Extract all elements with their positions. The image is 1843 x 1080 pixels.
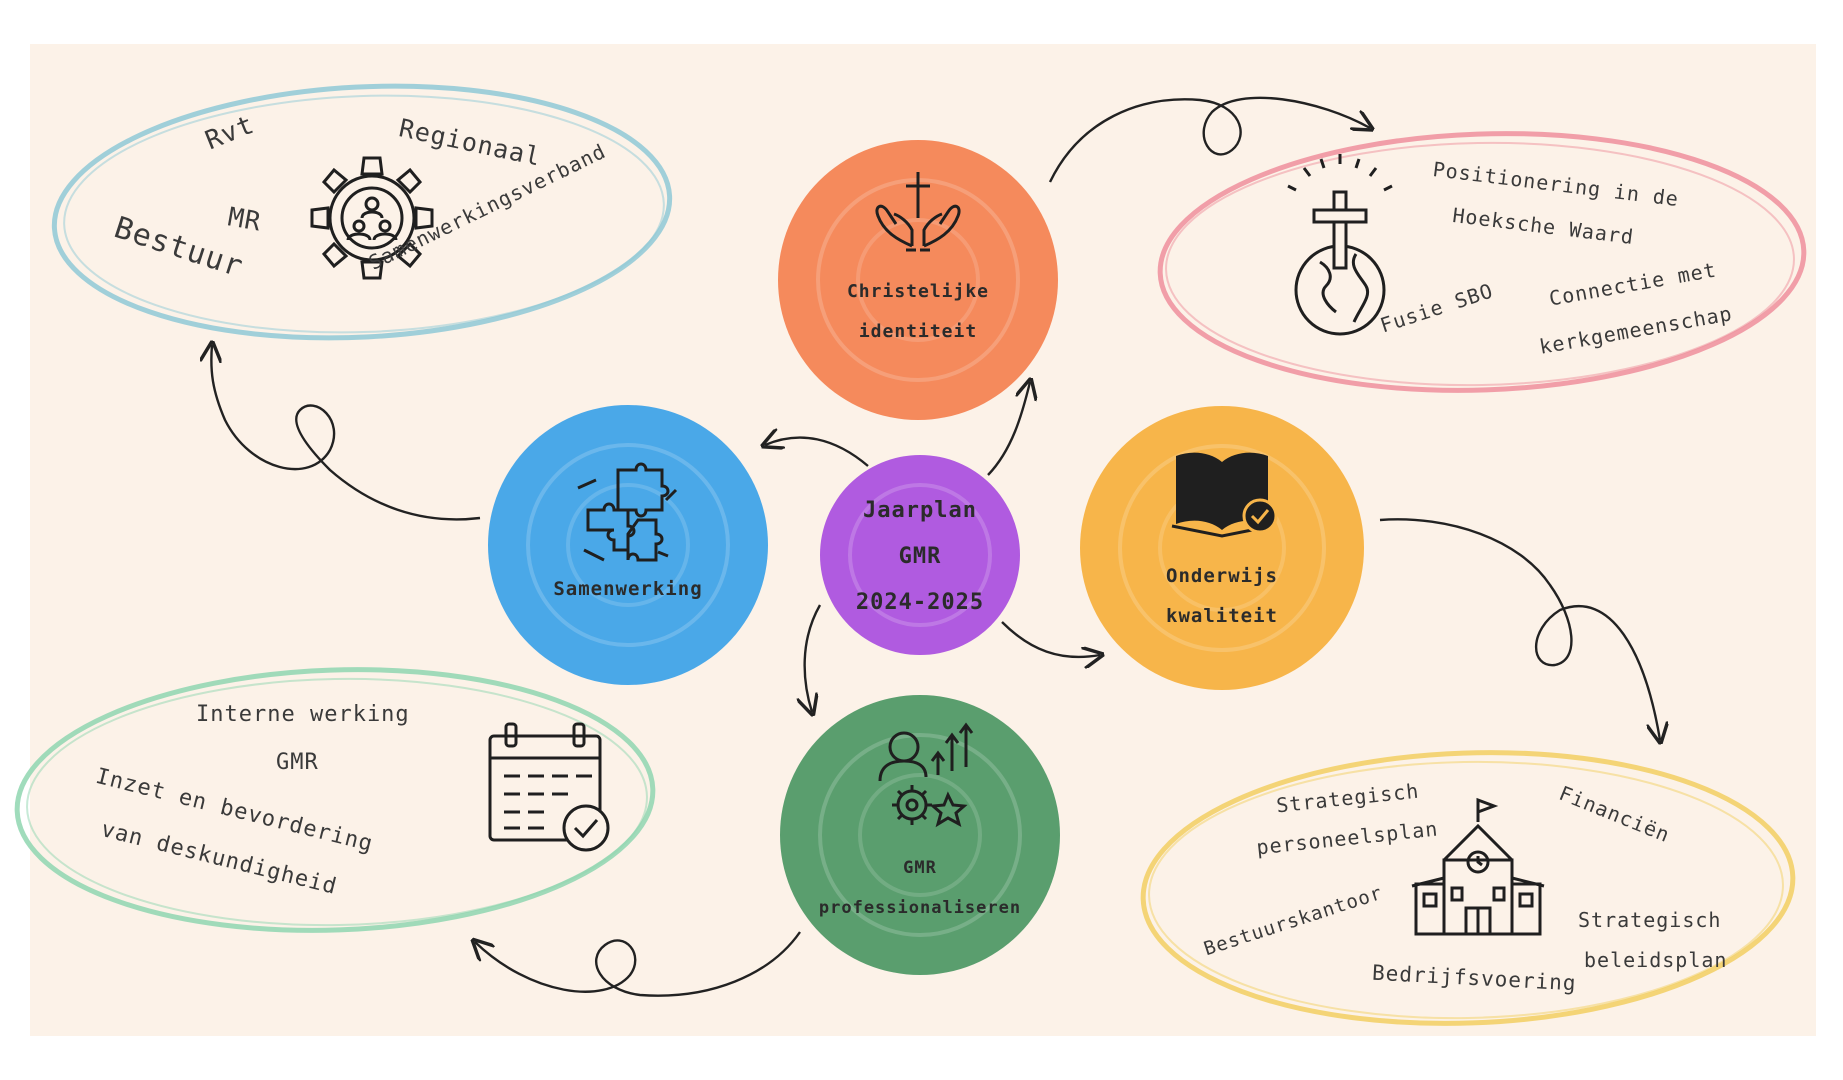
- hub-label-line: Christelijke: [846, 281, 990, 302]
- hub-label-line: kwaliteit: [1166, 605, 1278, 627]
- hub-professionaliseren: [780, 695, 1060, 975]
- team-gear-icon: [310, 156, 434, 280]
- center-label-line: 2024-2025: [855, 590, 985, 615]
- oval-label: Strategisch: [1578, 908, 1722, 932]
- arrow-center-to-onderwijs: [1001, 621, 1100, 657]
- hub-label-christelijke: Christelijke identiteit: [818, 272, 1018, 352]
- hub-label-line: GMR: [903, 858, 937, 878]
- oval-christelijke: [1157, 131, 1807, 393]
- praying-hands-cross-icon: [875, 172, 961, 252]
- loop-arrow-samenwerking: [211, 345, 481, 521]
- calendar-check-icon: [488, 722, 610, 852]
- oval-label: beleidsplan: [1584, 948, 1728, 972]
- oval-label: MR: [225, 202, 264, 238]
- loop-arrows: [211, 96, 1660, 997]
- hub-label-onderwijs: Onderwijs kwaliteit: [1122, 556, 1322, 636]
- center-arrows: [765, 382, 1100, 712]
- growth-gear-icon: [878, 722, 974, 828]
- oval-onderwijs: [1140, 750, 1796, 1026]
- oval-label: Interne werking: [196, 702, 410, 727]
- book-check-icon: [1171, 452, 1278, 538]
- center-label: Jaarplan GMR 2024-2025: [830, 488, 1010, 626]
- oval-samenwerking: [51, 83, 673, 341]
- hub-label-samenwerking: Samenwerking: [528, 578, 728, 600]
- loop-arrow-christelijke: [1048, 96, 1370, 183]
- hub-label-line: professionaliseren: [818, 898, 1022, 918]
- school-building-icon: [1411, 797, 1545, 936]
- puzzle-hands-icon: [577, 462, 678, 562]
- hub-label-line: Samenwerking: [553, 578, 703, 600]
- hub-label-line: Onderwijs: [1166, 565, 1278, 587]
- hub-onderwijs: [1080, 406, 1364, 690]
- loop-arrow-professionaliseren: [475, 931, 801, 997]
- hub-label-line: identiteit: [858, 321, 978, 342]
- center-label-line: Jaarplan: [863, 498, 977, 523]
- oval-label: GMR: [276, 750, 319, 775]
- arrow-center-to-professionaliseren: [805, 604, 822, 712]
- arrow-center-to-samenwerking: [765, 438, 869, 467]
- center-label-line: GMR: [898, 544, 942, 569]
- globe-cross-icon: [1287, 154, 1393, 336]
- hub-center: [820, 455, 1020, 655]
- hub-label-professionaliseren: GMR professionaliseren: [805, 848, 1035, 928]
- loop-arrow-onderwijs: [1379, 518, 1660, 740]
- oval-professionaliseren: [14, 667, 656, 933]
- arrow-center-to-christelijke: [987, 382, 1030, 476]
